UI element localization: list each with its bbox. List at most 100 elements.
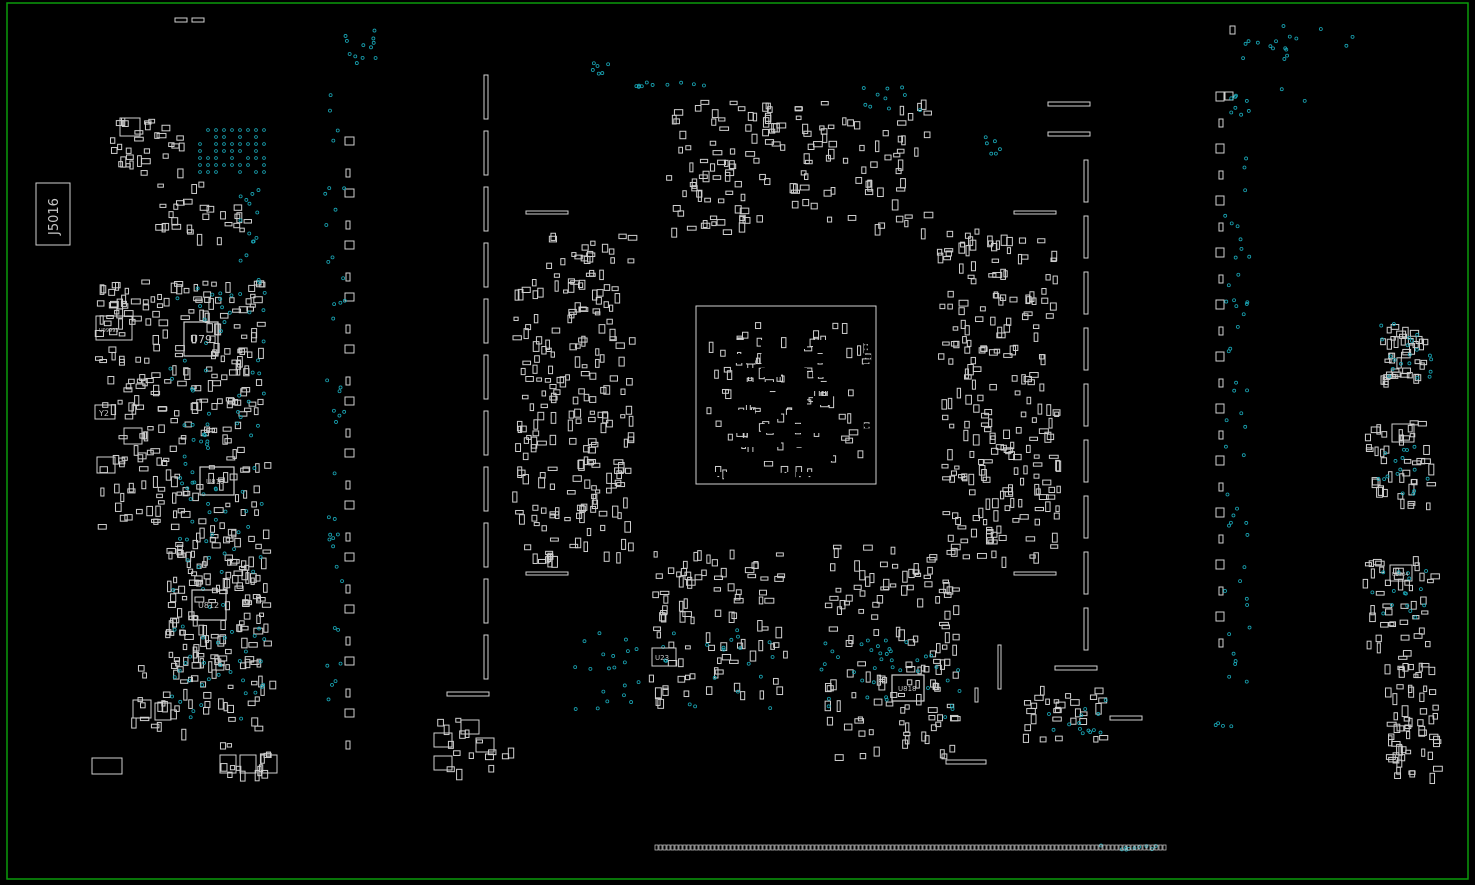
smd-pad	[227, 528, 237, 536]
edge-finger	[802, 844, 807, 851]
smd-pad	[173, 576, 178, 584]
smd-pad	[718, 117, 726, 122]
smd-pad	[188, 579, 199, 586]
smd-pad	[969, 450, 975, 458]
bga-ball	[699, 442, 706, 446]
smd-pad	[191, 402, 199, 414]
smd-pad	[569, 343, 577, 351]
smd-pad	[120, 492, 125, 503]
smd-pad	[517, 425, 522, 434]
smd-pad	[197, 652, 205, 658]
smd-pad	[719, 126, 730, 131]
bga-ball	[810, 472, 814, 480]
smd-pad	[958, 299, 969, 307]
chip-u79[interactable]: U79	[183, 321, 219, 357]
smd-pad	[547, 555, 553, 568]
chip-u818[interactable]: U818	[891, 674, 925, 702]
bga-ball	[699, 327, 706, 331]
via	[262, 128, 266, 132]
smd-pad	[678, 146, 684, 154]
via	[341, 276, 346, 281]
smd-pad	[468, 752, 474, 759]
smd-pad	[218, 698, 224, 710]
smd-pad	[121, 456, 128, 461]
chip-u99993[interactable]: U99993	[95, 315, 133, 341]
smd-pad	[667, 567, 675, 575]
bga-ball	[699, 373, 706, 377]
bga-ball	[864, 391, 871, 395]
via	[1233, 255, 1238, 260]
main-bga-package[interactable]	[695, 305, 877, 485]
smd-pad	[1402, 326, 1409, 339]
smd-pad	[946, 549, 956, 555]
via	[331, 544, 336, 549]
via	[262, 170, 266, 174]
bga-pad-block	[813, 368, 833, 377]
pcie-edge-connector[interactable]	[654, 844, 1167, 851]
smd-pad	[697, 550, 702, 561]
bga-ball	[863, 308, 867, 316]
bga-ball	[757, 308, 761, 316]
via	[230, 149, 234, 153]
chip-u812[interactable]: U812	[191, 589, 227, 621]
smd-pad	[220, 355, 225, 363]
smd-pad	[625, 467, 632, 474]
smd-pad	[990, 435, 996, 440]
edge-finger	[1070, 844, 1075, 851]
smd-pad	[1055, 459, 1060, 472]
smd-pad	[615, 342, 625, 349]
smd-pad	[684, 674, 691, 681]
smd-pad	[225, 571, 232, 579]
via	[1221, 724, 1225, 728]
smd-pad	[873, 698, 883, 706]
smd-pad	[139, 374, 146, 381]
via	[869, 648, 874, 653]
connector-j5016[interactable]: J5016	[35, 182, 71, 246]
via	[326, 697, 331, 702]
smd-pad	[653, 626, 661, 632]
smd-pad	[1396, 725, 1405, 732]
bga-ball	[824, 308, 828, 316]
smd-pad	[964, 368, 969, 379]
smd-pad	[998, 534, 1007, 541]
chip-u23[interactable]: U23	[651, 647, 677, 667]
bga-pad-block	[787, 368, 807, 377]
smd-pad	[717, 657, 722, 665]
via	[1350, 34, 1355, 39]
via	[1224, 299, 1229, 304]
chip-u810[interactable]: U810	[199, 466, 235, 496]
smd-pad	[697, 190, 702, 202]
smd-pad	[1385, 754, 1396, 760]
smd-pad	[176, 608, 183, 618]
smd-pad	[97, 524, 107, 530]
smd-pad	[262, 529, 270, 540]
smd-pad	[157, 406, 168, 412]
smd-pad	[1428, 689, 1437, 695]
bga-pad-block	[813, 452, 833, 461]
via	[198, 156, 202, 160]
pad-strip	[974, 687, 979, 703]
via	[254, 170, 258, 174]
bga-pad-block	[787, 438, 807, 447]
smd-pad	[120, 300, 127, 307]
smd-pad	[1428, 666, 1436, 676]
smd-pad	[156, 493, 163, 499]
smd-pad	[173, 510, 178, 519]
smd-pad	[1023, 700, 1032, 706]
crystal-y2[interactable]: Y2	[94, 404, 116, 420]
smd-pad	[1022, 733, 1030, 743]
via	[190, 480, 195, 485]
smd-pad	[345, 688, 351, 698]
smd-pad	[1375, 560, 1385, 567]
via	[1241, 453, 1246, 458]
via	[206, 170, 210, 174]
bga-pad-block	[761, 424, 781, 433]
smd-pad	[199, 527, 205, 539]
smd-pad	[1215, 91, 1225, 102]
smd-pad	[238, 306, 248, 314]
smd-pad	[991, 498, 999, 509]
chip-u8704[interactable]: U8704	[1389, 564, 1413, 582]
smd-pad	[983, 459, 993, 464]
